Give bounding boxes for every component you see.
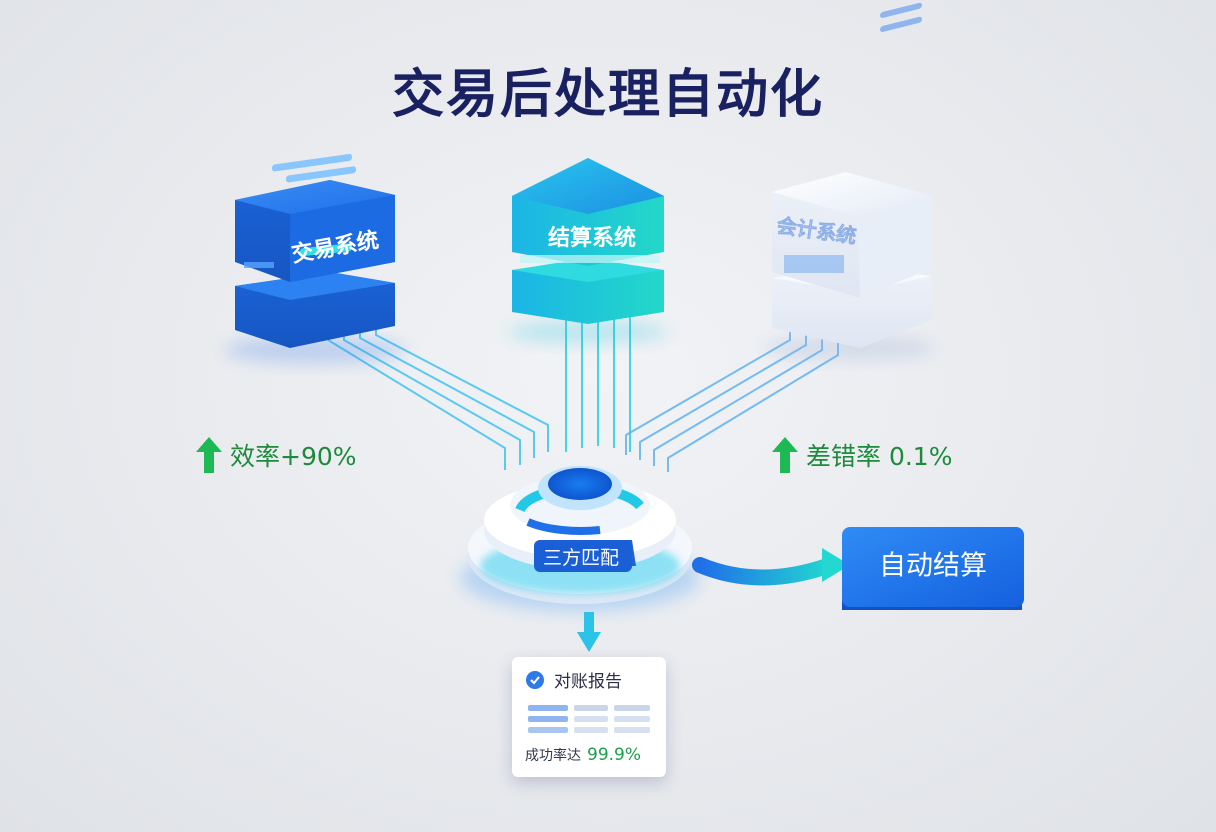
error-rate-stat-text: 差错率 0.1% [806,442,953,471]
efficiency-stat-text: 效率+90% [230,442,357,471]
efficiency-stat: 效率+90% [196,437,357,473]
page-title: 交易后处理自动化 [391,65,824,125]
trading-system-block[interactable]: 交易系统 [225,153,405,364]
report-title: 对账报告 [554,672,622,692]
report-header: 对账报告 [526,667,622,692]
check-circle-icon [526,670,544,689]
reconciliation-report-card[interactable]: 对账报告 成功率达 99.9% [512,657,666,777]
report-table-preview [528,705,650,738]
accounting-system-block[interactable]: 会计系统 [764,2,936,361]
report-success-rate: 成功率达 99.9% [525,745,641,765]
auto-settlement-label: 自动结算 [879,551,987,582]
settlement-flow-arrow [692,548,850,586]
success-rate-label: 成功率达 [525,748,581,764]
arrow-up-icon [196,437,222,473]
auto-settlement-block[interactable]: 自动结算 [842,527,1024,610]
error-rate-stat: 差错率 0.1% [772,437,952,473]
success-rate-value: 99.9% [587,745,642,765]
matching-hub[interactable]: 三方匹配 [460,466,700,612]
report-flow-arrow [577,612,601,652]
settlement-system-block[interactable]: 结算系统 [508,158,668,344]
settlement-system-label: 结算系统 [548,225,636,251]
arrow-up-icon [772,437,798,473]
hub-label: 三方匹配 [543,547,619,569]
